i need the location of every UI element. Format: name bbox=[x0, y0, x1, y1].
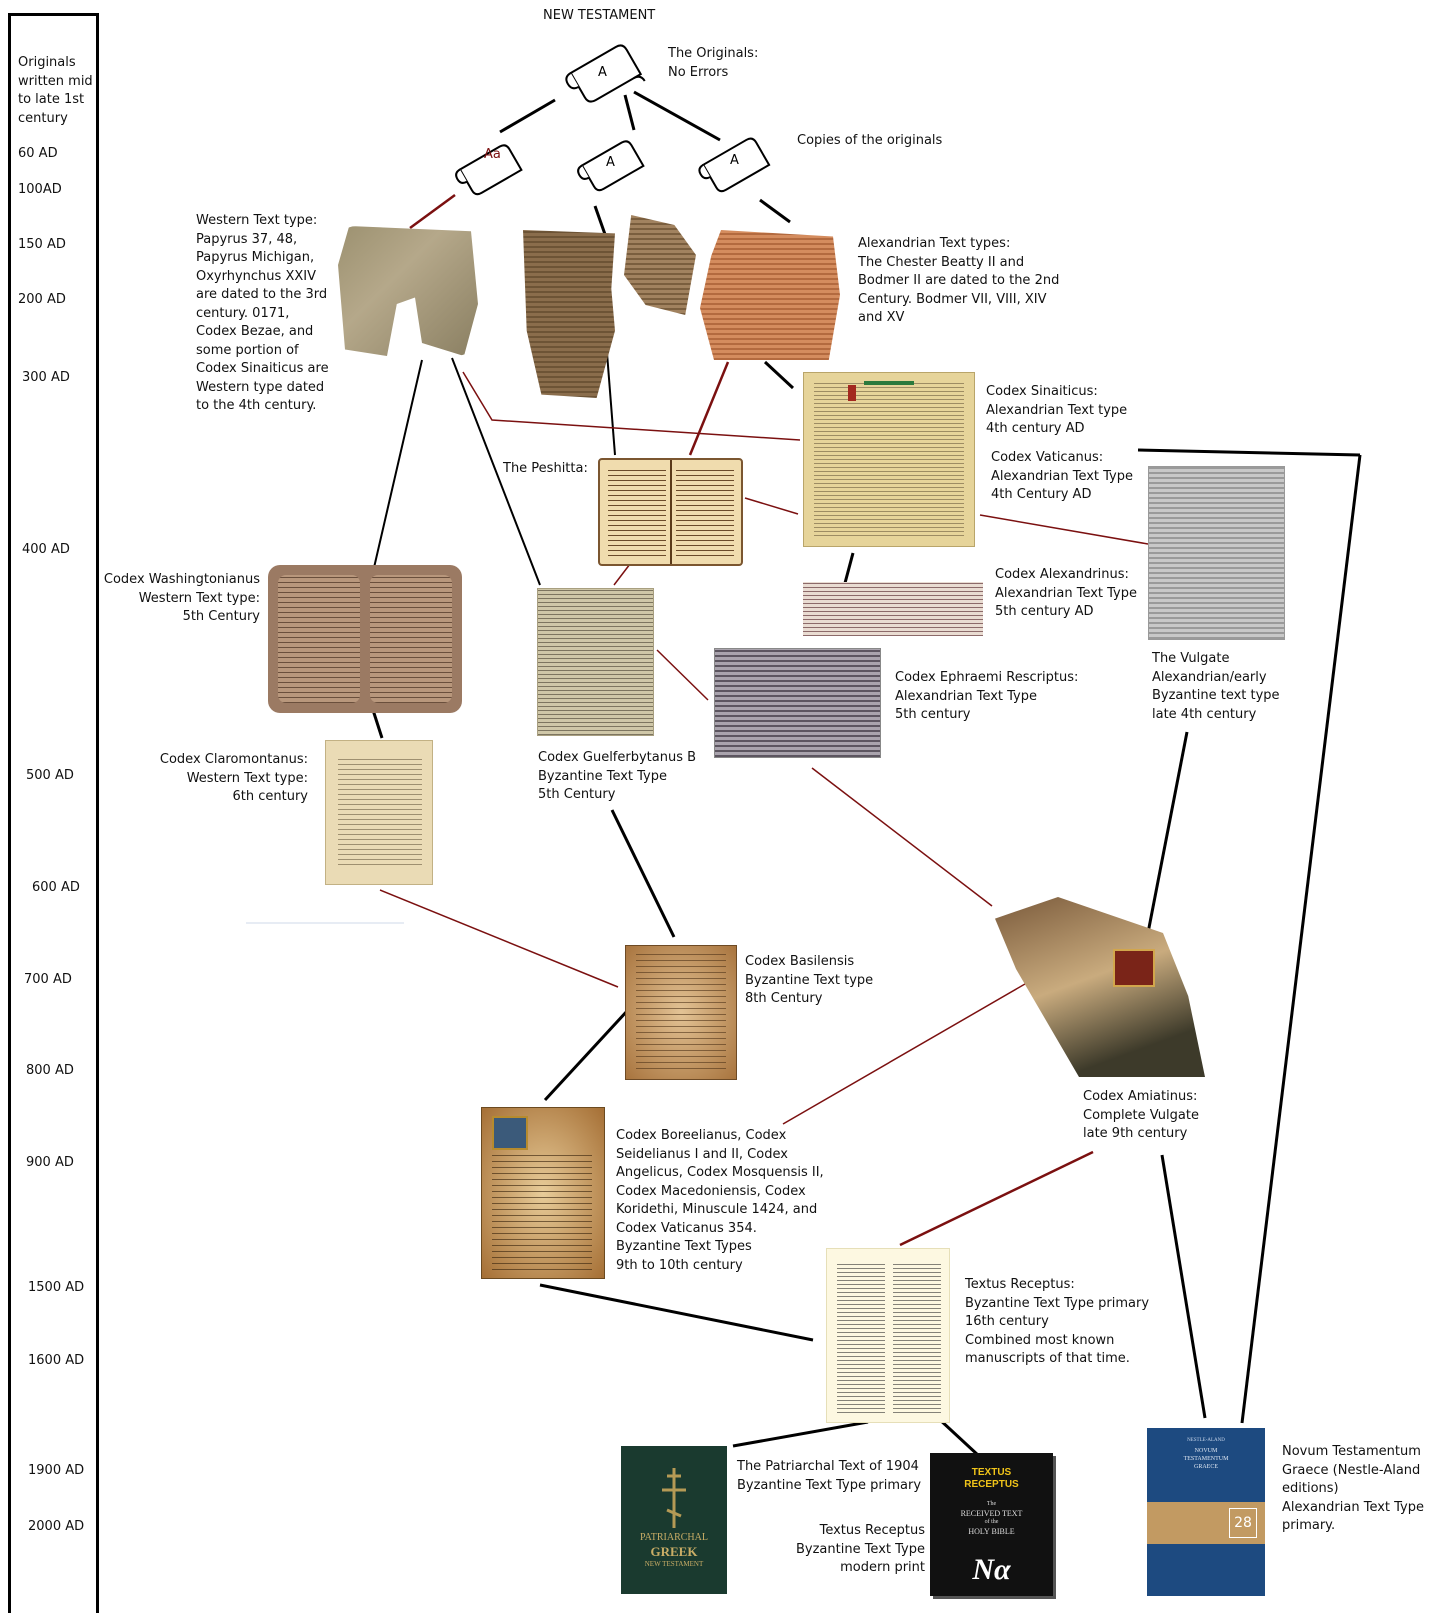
textus-receptus-modern-cover-image: TEXTUS RECEPTUS The RECEIVED TEXT of the… bbox=[930, 1453, 1053, 1596]
patriarchal-greek-cover-image: PATRIARCHAL GREEK NEW TESTAMENT bbox=[621, 1446, 727, 1594]
cover-text: TESTAMENTUM bbox=[1147, 1456, 1265, 1462]
codex-boreelianus-label: Codex Boreelianus, Codex Seidelianus I a… bbox=[616, 1127, 824, 1275]
copy-scroll-icon: Aa bbox=[452, 138, 532, 208]
connector-line bbox=[607, 353, 615, 455]
connector-line bbox=[845, 553, 853, 583]
connector-line bbox=[1162, 1155, 1205, 1418]
codex-washingtonianus-image bbox=[268, 565, 462, 713]
connector-line bbox=[373, 710, 382, 738]
scroll-letter: Aa bbox=[484, 147, 501, 162]
codex-alexandrinus-label: Codex Alexandrinus: Alexandrian Text Typ… bbox=[995, 566, 1137, 622]
connector-line bbox=[540, 1285, 813, 1340]
connector-line bbox=[380, 890, 618, 987]
cover-text: GRAECE bbox=[1147, 1464, 1265, 1470]
connector-line bbox=[1147, 732, 1187, 938]
codex-claromontanus-label: Codex Claromontanus: Western Text type: … bbox=[140, 751, 308, 807]
nestle-aland-cover-image: NESTLE-ALAND NOVUM TESTAMENTUM GRAECE 28 bbox=[1147, 1428, 1265, 1596]
textus-receptus-modern-label: Textus Receptus Byzantine Text Type mode… bbox=[760, 1522, 925, 1578]
connector-line bbox=[765, 362, 793, 388]
cover-logo: Nα bbox=[930, 1553, 1053, 1587]
connector-line bbox=[733, 1422, 868, 1446]
connector-line bbox=[410, 195, 455, 228]
connector-line bbox=[980, 515, 1148, 544]
copies-label: Copies of the originals bbox=[797, 132, 942, 151]
connector-line bbox=[900, 1152, 1093, 1245]
connector-line bbox=[545, 1010, 628, 1100]
connector-line bbox=[812, 768, 992, 906]
copy-scroll-icon: A bbox=[574, 134, 654, 204]
alexandrian-text-label: Alexandrian Text types: The Chester Beat… bbox=[858, 235, 1059, 328]
codex-washingtonianus-label: Codex Washingtonianus Western Text type:… bbox=[100, 571, 260, 627]
connector-line bbox=[614, 564, 630, 585]
connector-line bbox=[612, 810, 674, 937]
cover-text: RECEIVED TEXT bbox=[930, 1509, 1053, 1518]
connector-line bbox=[745, 498, 798, 514]
peshitta-image bbox=[598, 458, 743, 566]
cover-text: PATRIARCHAL bbox=[621, 1532, 727, 1543]
western-text-label: Western Text type: Papyrus 37, 48, Papyr… bbox=[196, 212, 329, 416]
patriarchal-text-label: The Patriarchal Text of 1904 Byzantine T… bbox=[737, 1458, 921, 1495]
original-scroll-icon: A bbox=[560, 38, 652, 118]
codex-basilensis-label: Codex Basilensis Byzantine Text type 8th… bbox=[745, 953, 873, 1009]
scroll-letter: A bbox=[598, 65, 607, 80]
cover-text: TEXTUS bbox=[930, 1467, 1053, 1478]
textus-receptus-label: Textus Receptus: Byzantine Text Type pri… bbox=[965, 1276, 1149, 1369]
scroll-letter: A bbox=[730, 153, 739, 168]
edition-badge: 28 bbox=[1229, 1508, 1257, 1538]
cover-text: NEW TESTAMENT bbox=[621, 1560, 727, 1568]
peshitta-label: The Peshitta: bbox=[503, 460, 588, 479]
codex-amiatinus-label: Codex Amiatinus: Complete Vulgate late 9… bbox=[1083, 1088, 1199, 1144]
connector-line bbox=[1138, 450, 1360, 455]
vulgate-image bbox=[1148, 466, 1285, 640]
cover-text: HOLY BIBLE bbox=[930, 1527, 1053, 1536]
copy-scroll-icon: A bbox=[696, 132, 780, 206]
originals-label: The Originals: No Errors bbox=[668, 45, 758, 82]
cover-text: NESTLE-ALAND bbox=[1147, 1438, 1265, 1443]
connector-line bbox=[690, 362, 728, 455]
scroll-letter: A bbox=[606, 155, 615, 170]
cover-text: NOVUM bbox=[1147, 1448, 1265, 1454]
codex-alexandrinus-image bbox=[803, 582, 983, 636]
codex-sinaiticus-image bbox=[803, 372, 975, 547]
codex-basilensis-image bbox=[625, 945, 737, 1080]
cover-text: of the bbox=[930, 1519, 1053, 1525]
vulgate-label: The Vulgate Alexandrian/early Byzantine … bbox=[1152, 650, 1280, 724]
cover-text: The bbox=[930, 1501, 1053, 1507]
codex-ephraemi-label: Codex Ephraemi Rescriptus: Alexandrian T… bbox=[895, 669, 1078, 725]
codex-guelferbytanus-label: Codex Guelferbytanus B Byzantine Text Ty… bbox=[538, 749, 696, 805]
cover-text: GREEK bbox=[621, 1544, 727, 1560]
connector-line bbox=[463, 372, 800, 440]
connector-line bbox=[373, 360, 422, 572]
codex-ephraemi-image bbox=[714, 648, 881, 758]
alexandrian-papyrus-image bbox=[700, 230, 840, 360]
cross-icon bbox=[659, 1468, 689, 1528]
cover-text: RECEPTUS bbox=[930, 1479, 1053, 1490]
connector-line bbox=[657, 650, 708, 700]
codex-boreelianus-image bbox=[481, 1107, 605, 1279]
textus-receptus-1500-image bbox=[826, 1248, 950, 1423]
chester-beatty-papyrus-image bbox=[523, 230, 615, 398]
codex-claromontanus-image bbox=[325, 740, 433, 885]
codex-vaticanus-label: Codex Vaticanus: Alexandrian Text Type 4… bbox=[991, 449, 1133, 505]
connector-line bbox=[500, 100, 555, 132]
nestle-aland-label: Novum Testamentum Graece (Nestle-Aland e… bbox=[1282, 1443, 1424, 1536]
codex-sinaiticus-label: Codex Sinaiticus: Alexandrian Text type … bbox=[986, 383, 1127, 439]
codex-guelferbytanus-image bbox=[537, 588, 654, 736]
